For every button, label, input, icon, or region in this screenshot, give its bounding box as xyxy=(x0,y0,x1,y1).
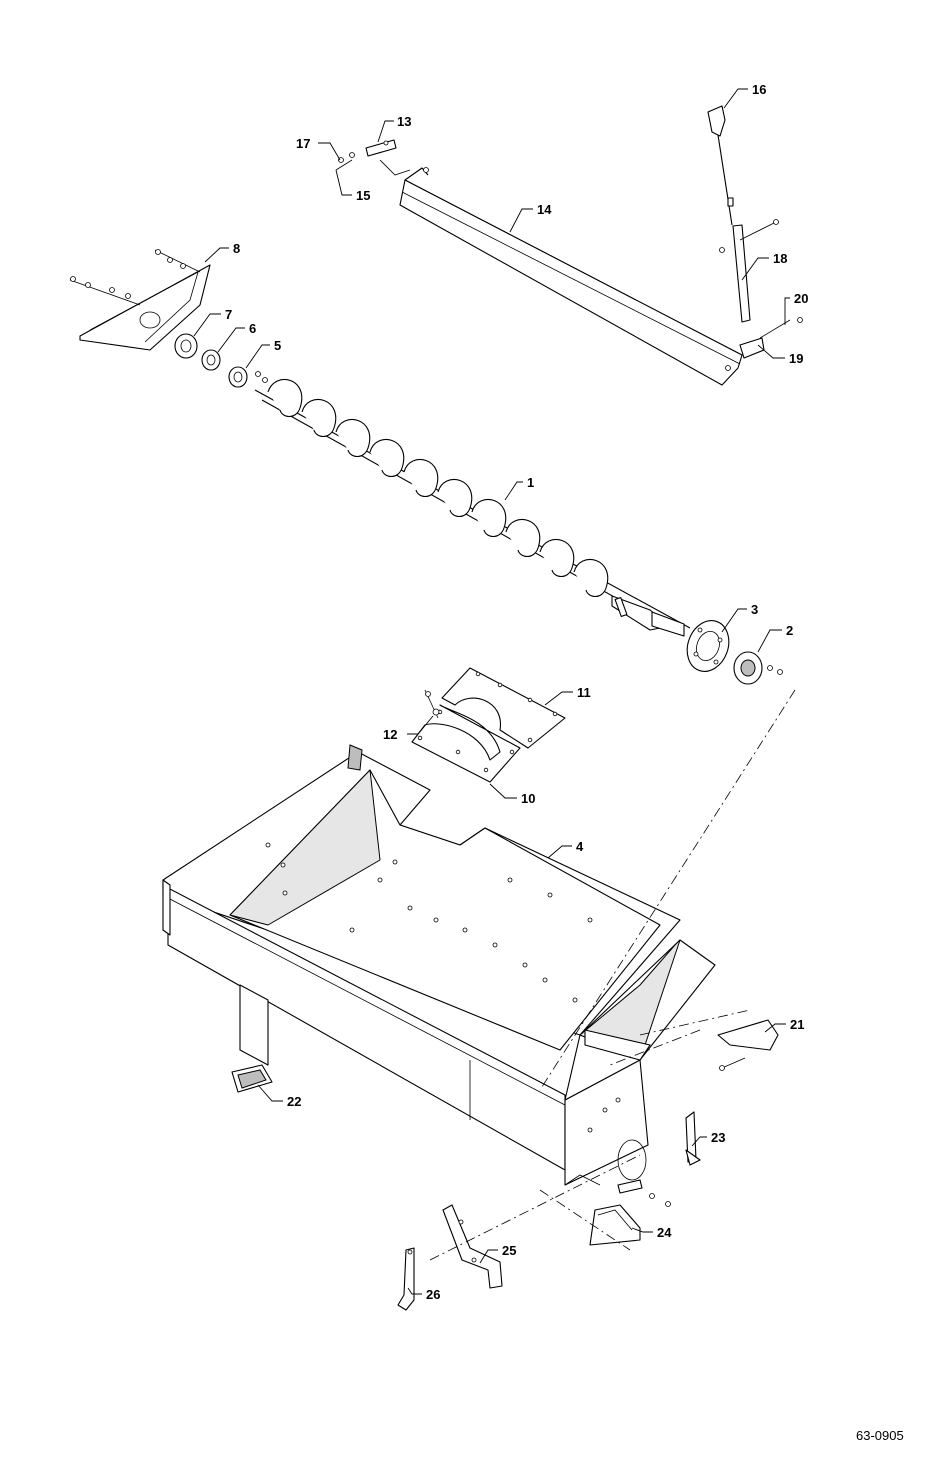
callout-26: 26 xyxy=(426,1287,440,1302)
callout-14: 14 xyxy=(537,202,552,217)
bracket-23 xyxy=(686,1112,700,1165)
callout-13: 13 xyxy=(397,114,411,129)
callout-4: 4 xyxy=(576,839,584,854)
callout-10: 10 xyxy=(521,791,535,806)
gas-strut xyxy=(708,106,803,358)
latch-bracket xyxy=(336,140,410,175)
callout-17: 17 xyxy=(296,136,310,151)
callout-23: 23 xyxy=(711,1130,725,1145)
bracket-26 xyxy=(398,1248,414,1310)
bearing-flanges xyxy=(175,334,268,387)
callout-1: 1 xyxy=(527,475,534,490)
callout-3: 3 xyxy=(751,602,758,617)
bracket-25 xyxy=(443,1205,502,1288)
callout-5: 5 xyxy=(274,338,281,353)
callout-21: 21 xyxy=(790,1017,804,1032)
callout-24: 24 xyxy=(657,1225,672,1240)
callout-18: 18 xyxy=(773,251,787,266)
flange-bearing-2 xyxy=(734,652,783,684)
callout-8: 8 xyxy=(233,241,240,256)
bolt-washer xyxy=(425,690,439,718)
callout-15: 15 xyxy=(356,188,370,203)
callout-22: 22 xyxy=(287,1094,301,1109)
callout-6: 6 xyxy=(249,321,256,336)
leg-foot-22 xyxy=(232,1065,272,1092)
callout-19: 19 xyxy=(789,351,803,366)
hopper-box xyxy=(163,745,715,1185)
callout-12: 12 xyxy=(383,727,397,742)
mount-bracket-21 xyxy=(718,1020,778,1071)
auger xyxy=(255,379,690,636)
callout-2: 2 xyxy=(786,623,793,638)
callout-20: 20 xyxy=(794,291,808,306)
callout-11: 11 xyxy=(577,685,591,700)
callout-7: 7 xyxy=(225,307,232,322)
cover-panel xyxy=(400,168,742,386)
document-number: 63-0905 xyxy=(856,1428,904,1443)
callout-25: 25 xyxy=(502,1243,516,1258)
callout-16: 16 xyxy=(752,82,766,97)
